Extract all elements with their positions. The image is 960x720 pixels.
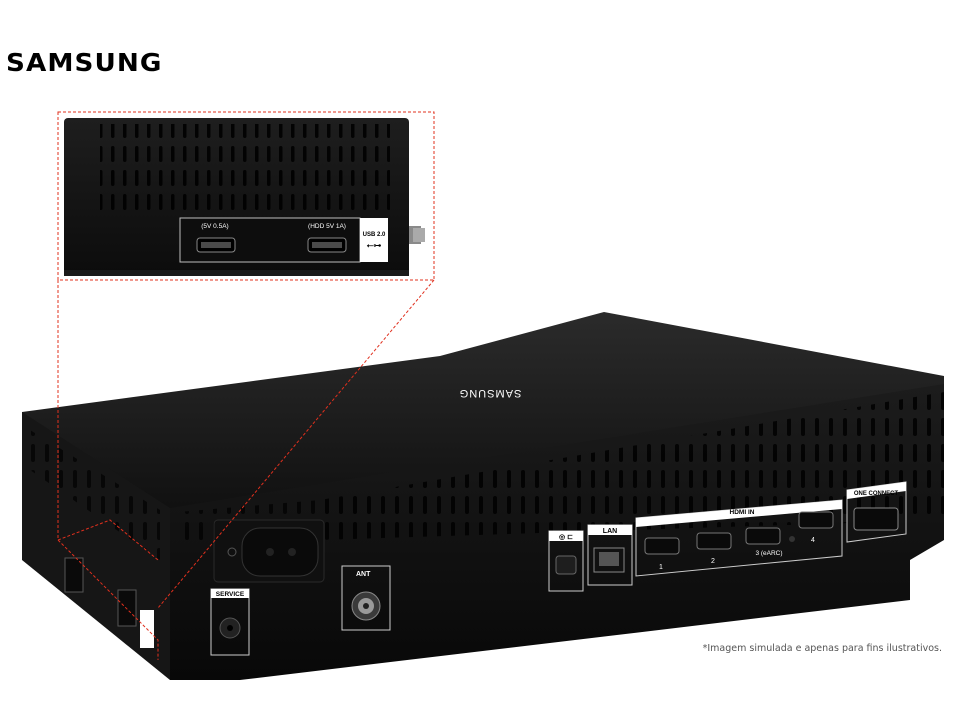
brand-logo: SAMSUNG (6, 48, 163, 77)
ant-label: ANT (356, 571, 371, 578)
usb-left-label: (5V 0.5A) (201, 223, 228, 230)
service-label: SERVICE (216, 591, 245, 598)
zoom-highlight (57, 111, 435, 660)
zoom-inset: (5V 0.5A) (HDD 5V 1A) USB 2.0 ⭠⊶ (64, 118, 425, 276)
hdmi-2-label: 2 (711, 558, 715, 565)
hdmi-in-label: HDMI IN (730, 509, 755, 516)
service-port: SERVICE (210, 588, 250, 656)
optical-icon: ◎ ⊏ (559, 533, 573, 541)
hdmi-3-label: 3 (eARC) (755, 550, 782, 557)
one-connect-label: ONE CONNECT (854, 491, 899, 497)
hdmi-1-label: 1 (659, 564, 663, 571)
usb-right-label: (HDD 5V 1A) (308, 223, 346, 230)
hdmi-4-label: 4 (811, 537, 815, 544)
device-body: SAMSUNG (22, 312, 944, 680)
disclaimer-text: *Imagem simulada e apenas para fins ilus… (702, 643, 942, 654)
one-connect-port: ONE CONNECT (846, 481, 907, 543)
lan-label: LAN (603, 528, 617, 535)
hdmi-ports: HDMI IN 1 2 3 (eARC) 4 (635, 499, 843, 577)
antenna-port: ANT (341, 565, 391, 631)
device-logo: SAMSUNG (459, 387, 522, 399)
optical-port: ◎ ⊏ (548, 530, 584, 592)
usb-icon: ⭠⊶ (367, 241, 381, 250)
usb-badge: USB 2.0 (363, 232, 386, 238)
power-socket (213, 519, 325, 583)
lan-port: LAN (587, 524, 633, 586)
